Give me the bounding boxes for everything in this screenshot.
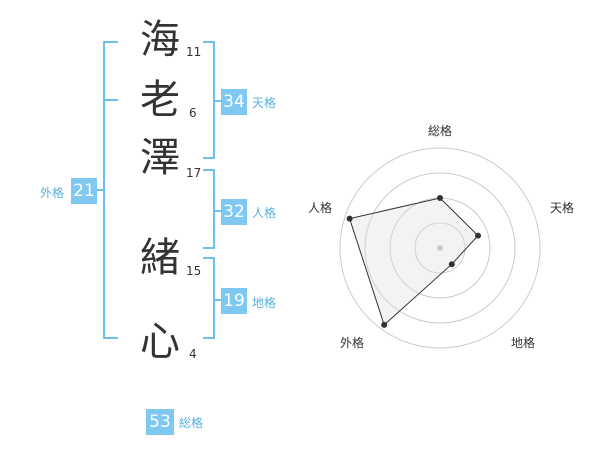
radar-point-3 bbox=[448, 261, 455, 268]
tenkaku-bracket bbox=[203, 41, 215, 159]
name-char-1: 海 bbox=[140, 17, 180, 63]
jinkaku-bracket bbox=[203, 169, 215, 249]
radar-axis-label-1: 総格 bbox=[428, 124, 453, 138]
gaikaku-label: 外格 bbox=[40, 186, 65, 200]
tenkaku-value: 34 bbox=[221, 89, 247, 115]
name-char-5: 心 bbox=[140, 319, 180, 365]
radar-axis-label-2: 天格 bbox=[550, 201, 575, 215]
gaikaku-bracket bbox=[103, 41, 118, 339]
stroke-count-5: 4 bbox=[189, 347, 197, 361]
gaikaku-value: 21 bbox=[71, 178, 97, 204]
radar-axis-label-4: 外格 bbox=[340, 336, 365, 350]
stroke-count-3: 17 bbox=[186, 166, 202, 180]
tenkaku-label: 天格 bbox=[252, 96, 277, 110]
chikaku-bracket bbox=[203, 257, 215, 339]
radar-polygon bbox=[348, 197, 479, 326]
soukaku-value: 53 bbox=[146, 409, 174, 435]
radar-ring-4 bbox=[339, 147, 541, 349]
name-char-2: 老 bbox=[140, 77, 180, 123]
chikaku-label: 地格 bbox=[252, 296, 277, 310]
name-char-4: 緒 bbox=[140, 235, 180, 281]
stroke-count-1: 11 bbox=[186, 45, 202, 59]
name-char-3: 澤 bbox=[140, 135, 180, 181]
radar-point-4 bbox=[381, 321, 388, 328]
stroke-count-2: 6 bbox=[189, 106, 197, 120]
radar-point-5 bbox=[346, 215, 353, 222]
radar-center-dot bbox=[437, 245, 443, 251]
jinkaku-value: 32 bbox=[221, 199, 247, 225]
soukaku-label: 総格 bbox=[179, 416, 204, 430]
radar-axis-label-3: 地格 bbox=[511, 336, 536, 350]
jinkaku-label: 人格 bbox=[252, 206, 277, 220]
chikaku-value: 19 bbox=[221, 288, 247, 314]
stroke-count-4: 15 bbox=[186, 264, 202, 278]
radar-point-1 bbox=[437, 195, 443, 201]
radar-point-2 bbox=[475, 232, 481, 239]
radar-points bbox=[346, 195, 481, 328]
radar-axis-label-5: 人格 bbox=[308, 201, 333, 215]
radar-chart bbox=[339, 147, 541, 349]
radar-ring-3 bbox=[364, 172, 516, 324]
radar-ring-1 bbox=[414, 222, 466, 274]
